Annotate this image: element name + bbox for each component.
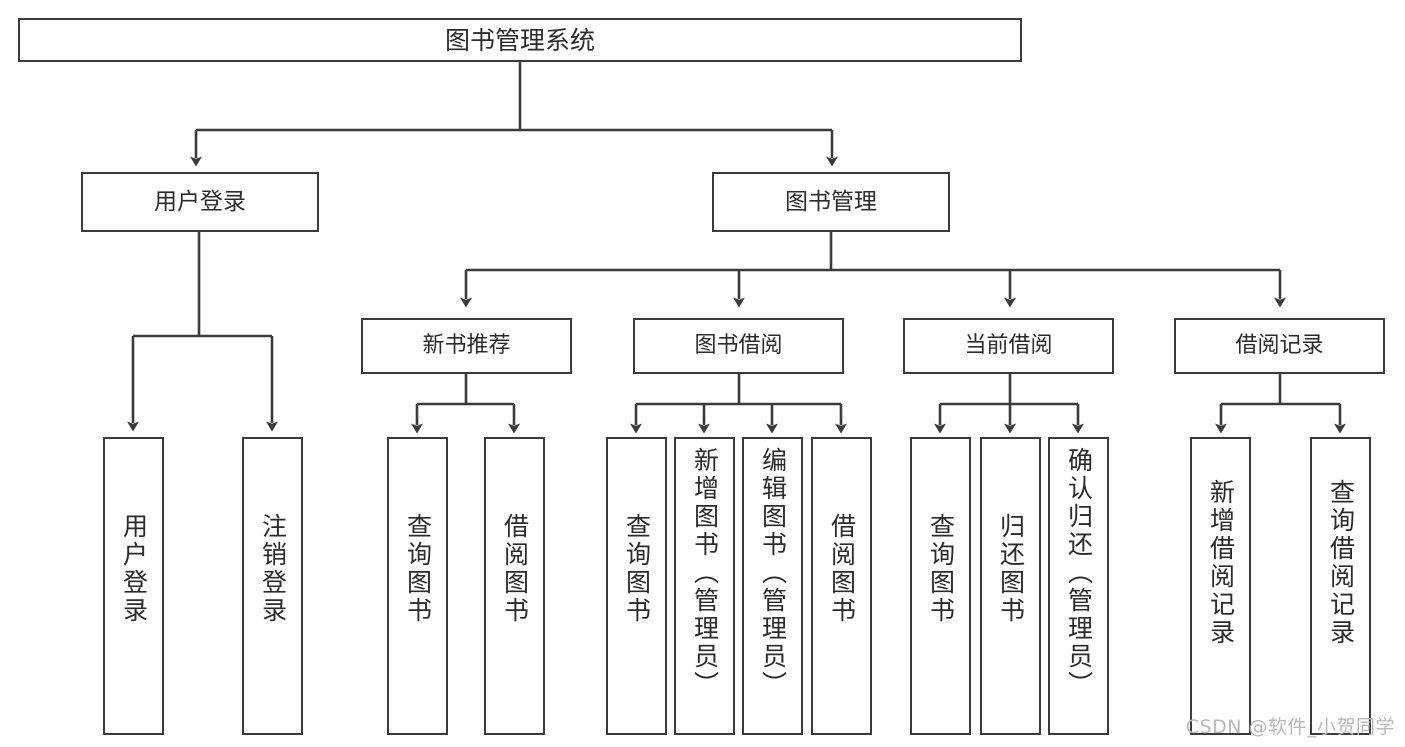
node-label: 新增图书（管理员） xyxy=(690,447,720,699)
node-borrow-records[interactable]: 借阅记录 xyxy=(1174,318,1385,374)
node-label: 查询图书 xyxy=(926,513,956,625)
node-book-management[interactable]: 图书管理 xyxy=(712,172,950,232)
node-label: 编辑图书（管理员） xyxy=(758,447,788,699)
node-label: 查询图书 xyxy=(403,513,433,625)
node-book-borrow[interactable]: 图书借阅 xyxy=(633,318,844,374)
node-label: 归还图书 xyxy=(996,513,1026,625)
node-label: 用户登录 xyxy=(154,188,246,215)
node-label: 图书借阅 xyxy=(694,333,783,358)
leaf-borrow-borrow-book[interactable]: 借阅图书 xyxy=(811,437,872,735)
node-label: 用户登录 xyxy=(119,513,149,625)
csdn-watermark: CSDN @软件_小贺同学 xyxy=(1185,716,1395,738)
leaf-records-add-record[interactable]: 新增借阅记录 xyxy=(1190,437,1251,735)
leaf-borrow-add-book-admin[interactable]: 新增图书（管理员） xyxy=(674,437,735,735)
node-label: 新书推荐 xyxy=(422,333,511,358)
node-label: 图书管理系统 xyxy=(444,25,595,55)
node-label: 确认归还（管理员） xyxy=(1064,447,1094,699)
node-label: 图书管理 xyxy=(785,188,877,215)
node-label: 注销登录 xyxy=(258,513,288,625)
leaf-current-confirm-return-admin[interactable]: 确认归还（管理员） xyxy=(1048,437,1109,735)
node-label: 查询图书 xyxy=(622,513,652,625)
node-user-login[interactable]: 用户登录 xyxy=(81,172,319,232)
leaf-borrow-query-book[interactable]: 查询图书 xyxy=(606,437,667,735)
leaf-user-login-login[interactable]: 用户登录 xyxy=(103,437,164,735)
node-root-book-management-system[interactable]: 图书管理系统 xyxy=(18,18,1022,62)
leaf-borrow-edit-book-admin[interactable]: 编辑图书（管理员） xyxy=(742,437,803,735)
node-label: 借阅图书 xyxy=(827,513,857,625)
leaf-current-return-book[interactable]: 归还图书 xyxy=(980,437,1041,735)
leaf-current-query-book[interactable]: 查询图书 xyxy=(910,437,971,735)
node-label: 借阅记录 xyxy=(1235,333,1324,358)
leaf-records-query-record[interactable]: 查询借阅记录 xyxy=(1310,437,1371,735)
leaf-new-book-borrow[interactable]: 借阅图书 xyxy=(484,437,545,735)
leaf-user-login-logout[interactable]: 注销登录 xyxy=(242,437,303,735)
leaf-new-book-query[interactable]: 查询图书 xyxy=(387,437,448,735)
node-label: 借阅图书 xyxy=(500,513,530,625)
node-label: 查询借阅记录 xyxy=(1326,479,1356,647)
node-current-borrow[interactable]: 当前借阅 xyxy=(903,318,1114,374)
node-new-book-recommend[interactable]: 新书推荐 xyxy=(361,318,572,374)
node-label: 新增借阅记录 xyxy=(1206,479,1236,647)
node-label: 当前借阅 xyxy=(964,333,1053,358)
